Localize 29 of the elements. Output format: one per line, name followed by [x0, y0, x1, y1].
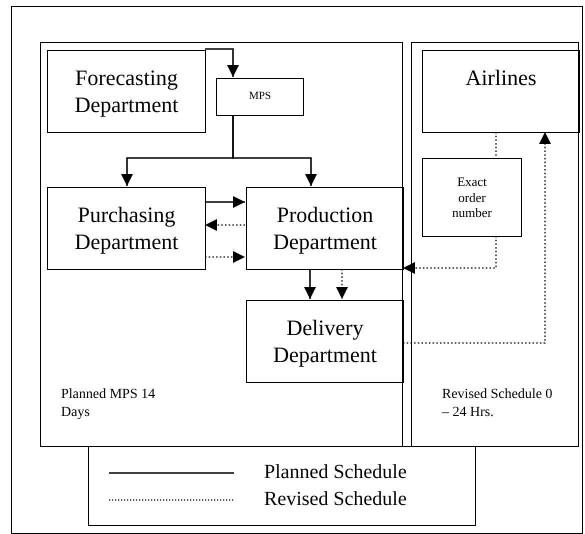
arrow	[304, 269, 316, 299]
box-label: Exact order number	[451, 174, 493, 221]
arrow	[336, 269, 348, 299]
department-box	[47, 187, 206, 270]
arrow	[232, 115, 317, 186]
arrow	[205, 48, 239, 77]
schedule-panel	[411, 42, 579, 447]
box-label: Forecasting Department	[74, 65, 180, 118]
box-label: Production Department	[272, 202, 378, 255]
box-label: Delivery Department	[272, 315, 378, 368]
panel-label: Revised Schedule 0 – 24 Hrs.	[442, 386, 554, 422]
box-label: MPS	[248, 90, 272, 104]
department-box	[246, 300, 404, 383]
arrow	[403, 236, 497, 274]
panel-label: Planned MPS 14 Days	[61, 386, 156, 422]
legend-label: Revised Schedule	[264, 488, 407, 511]
arrow	[205, 196, 245, 208]
schedule-panel	[40, 42, 403, 447]
arrow	[205, 251, 245, 263]
legend-label: Planned Schedule	[264, 461, 407, 484]
department-box	[246, 187, 404, 270]
department-box	[422, 158, 522, 237]
department-box	[47, 50, 206, 133]
arrow	[205, 219, 245, 231]
arrow	[403, 132, 551, 344]
box-label: Purchasing Department	[74, 202, 180, 255]
department-box	[216, 78, 304, 116]
box-label: Airlines	[466, 65, 536, 92]
department-box	[422, 50, 580, 133]
